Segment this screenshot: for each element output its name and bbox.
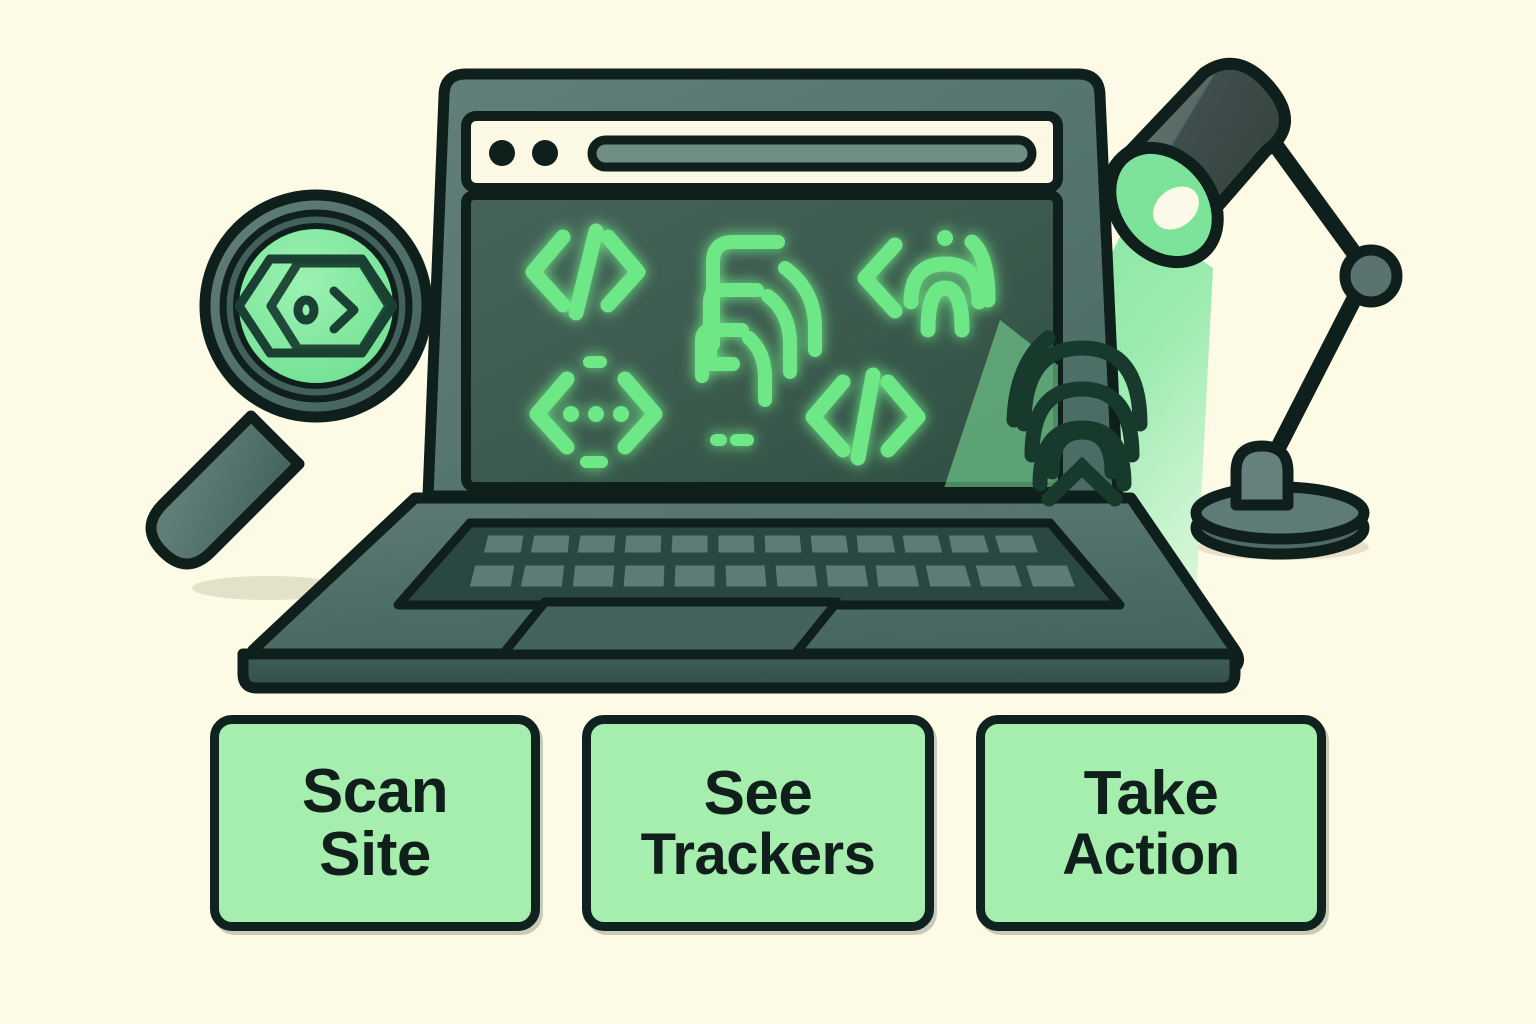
laptop bbox=[237, 68, 1245, 694]
scan-site-line2: Site bbox=[319, 820, 431, 889]
code-brackets-icon-2 bbox=[805, 367, 926, 466]
take-action-line2: Action bbox=[1062, 822, 1240, 888]
fingerprint-scan-icon bbox=[695, 235, 822, 407]
desk-lamp bbox=[1104, 57, 1403, 560]
magnifier-handle bbox=[145, 410, 305, 570]
keyboard-keys bbox=[466, 532, 1080, 590]
take-action-button[interactable]: Take Action bbox=[976, 715, 1326, 931]
window-dot-1 bbox=[489, 140, 515, 166]
window-dot-2 bbox=[532, 140, 558, 166]
privacy-eye-icon bbox=[234, 254, 398, 358]
code-brackets-icon bbox=[525, 223, 646, 321]
lamp-bulb bbox=[1153, 186, 1199, 230]
lamp-neck bbox=[1230, 440, 1294, 511]
cta-button-row: Scan Site See Trackers Take Action bbox=[0, 715, 1536, 945]
address-bar bbox=[587, 135, 1037, 172]
take-action-line1: Take bbox=[1083, 758, 1219, 828]
bracket-fingerprint-icon bbox=[857, 230, 996, 338]
lamp-shade bbox=[1104, 57, 1291, 269]
screen-icon-layer bbox=[525, 223, 996, 468]
see-trackers-button[interactable]: See Trackers bbox=[582, 715, 934, 931]
trackpad bbox=[498, 597, 842, 659]
laptop-base-edge bbox=[237, 648, 1241, 694]
lamp-joint bbox=[1339, 244, 1403, 308]
see-trackers-line2: Trackers bbox=[640, 822, 876, 888]
see-trackers-line1: See bbox=[703, 758, 813, 828]
beam-fingerprint-icon bbox=[1006, 330, 1148, 507]
scan-site-line1: Scan bbox=[301, 756, 449, 826]
magnifying-glass bbox=[145, 189, 433, 570]
scan-site-button[interactable]: Scan Site bbox=[210, 715, 540, 931]
bracket-dots-icon bbox=[529, 356, 663, 468]
